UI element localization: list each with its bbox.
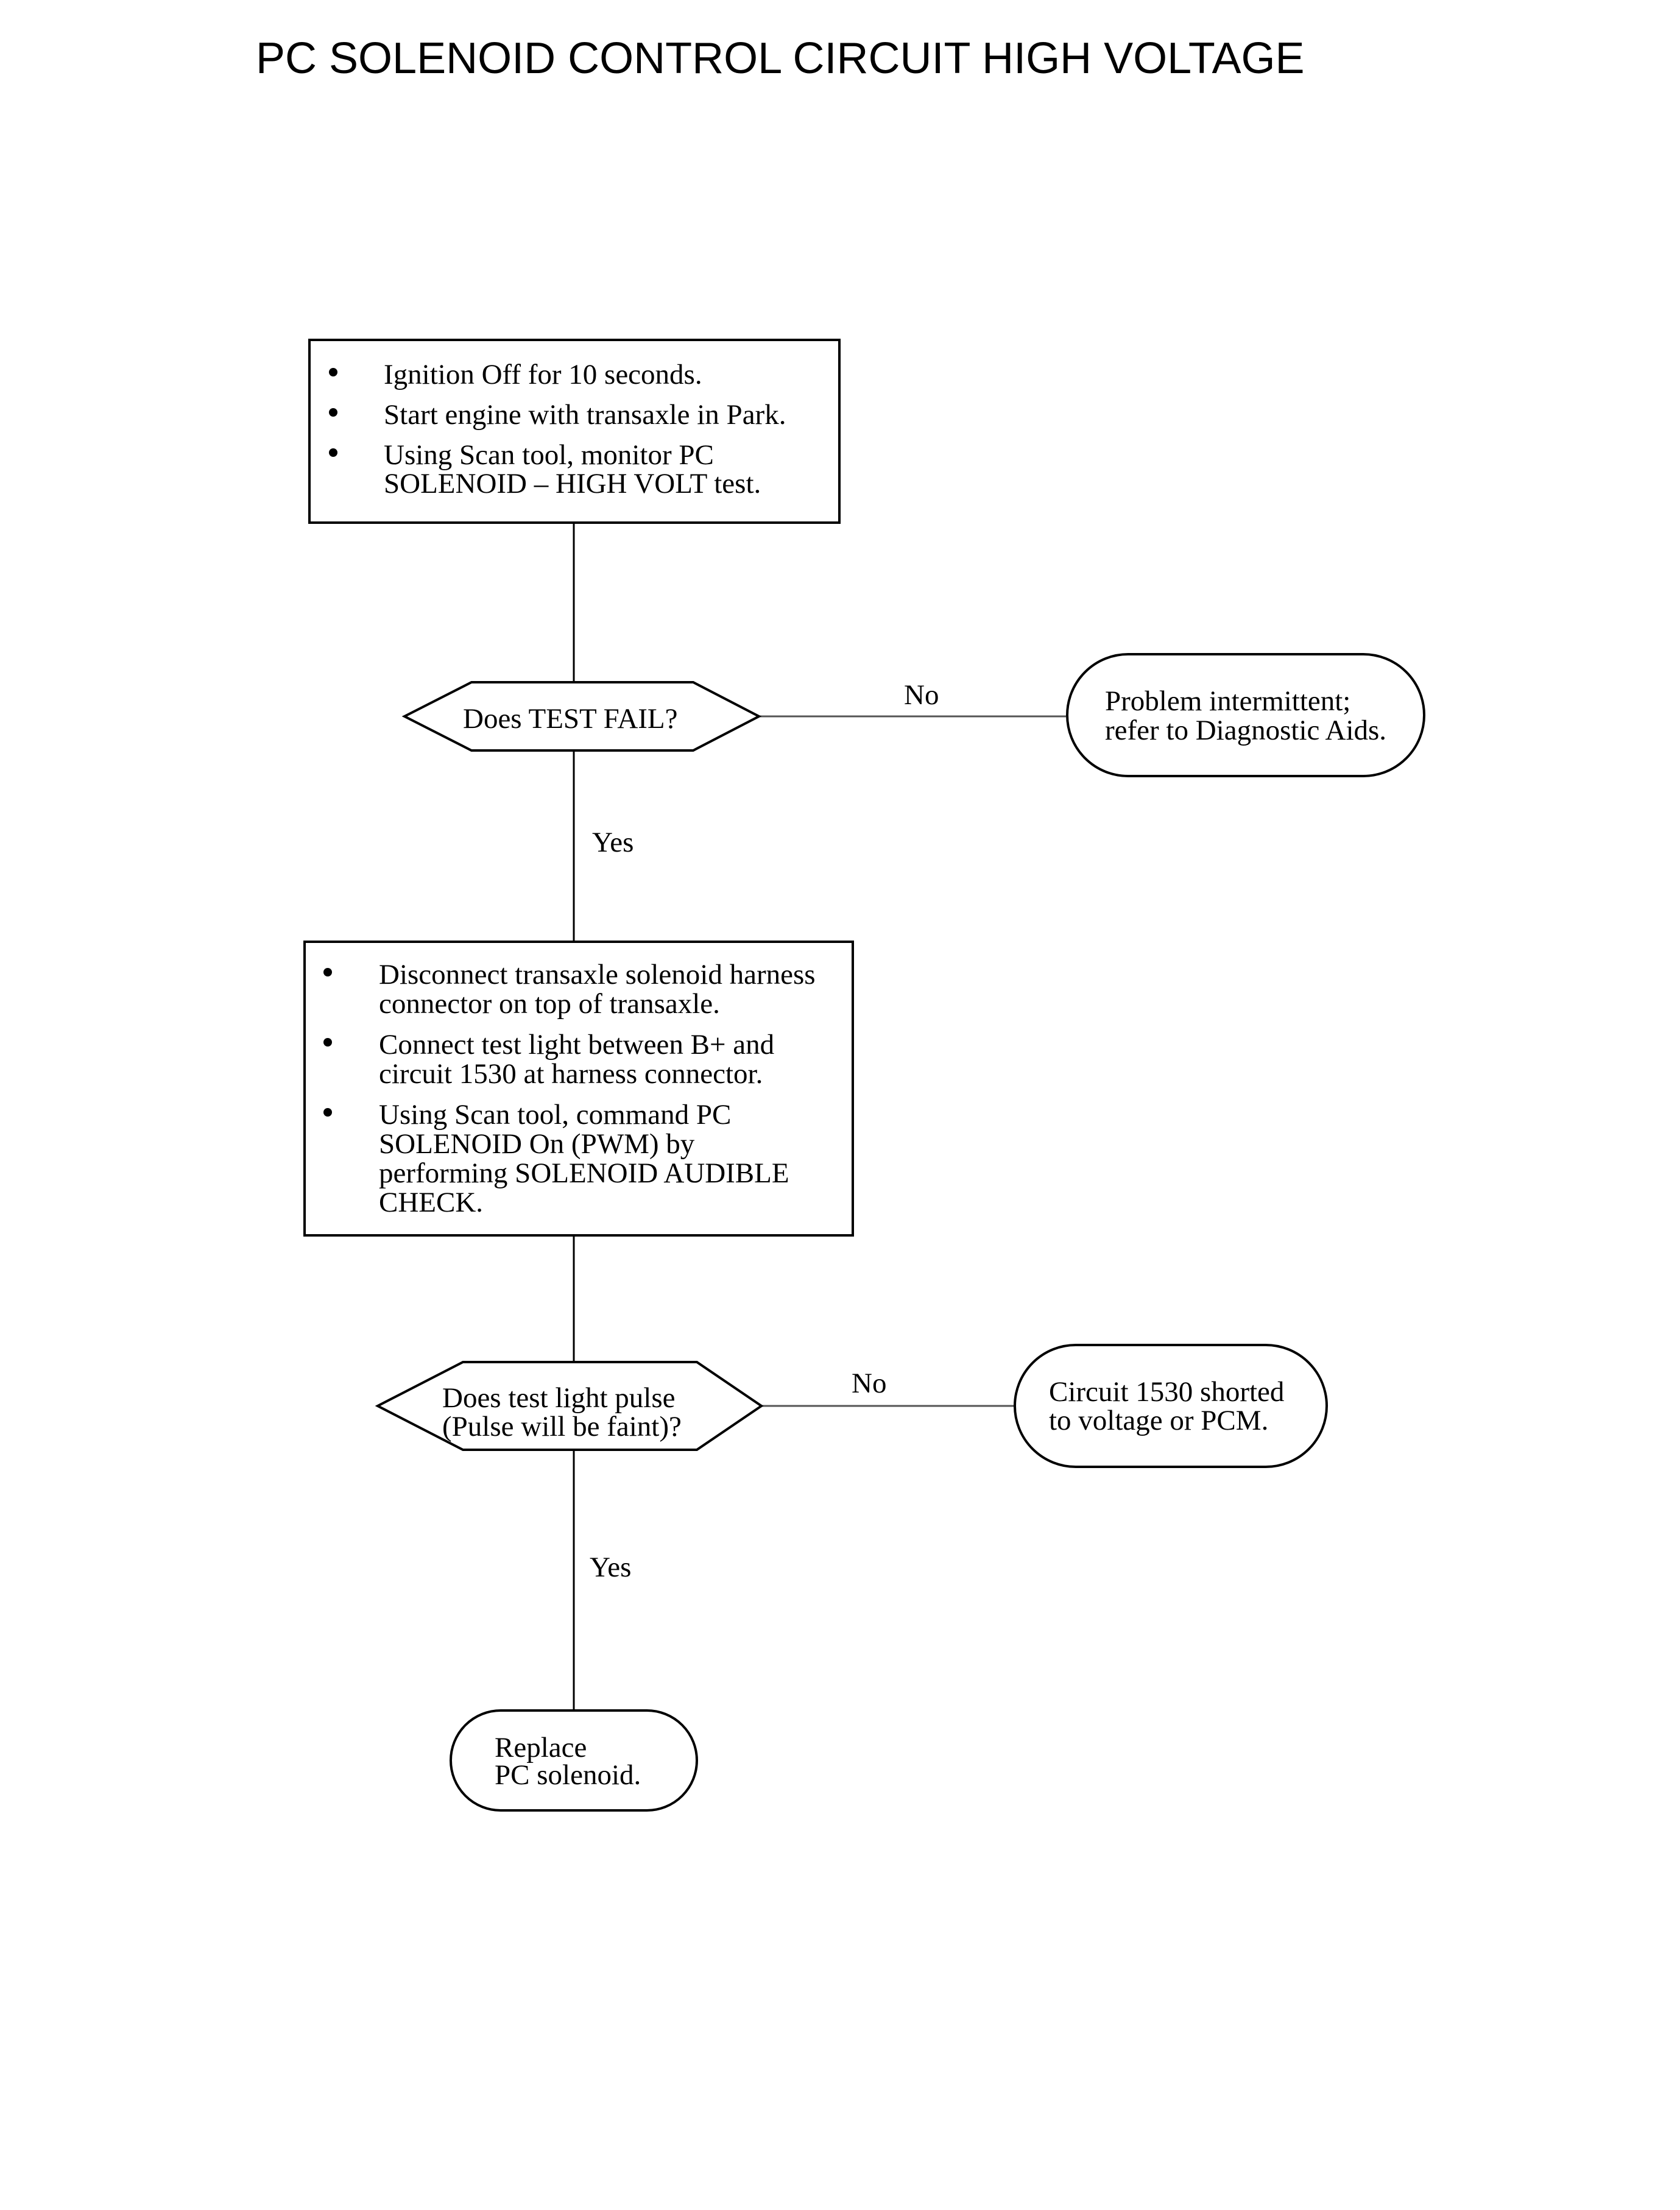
step2-item-3-line-2: SOLENOID On (PWM) by bbox=[379, 1128, 695, 1160]
bullet-icon bbox=[329, 448, 337, 457]
result-circuit-shorted: Circuit 1530 shorted to voltage or PCM. bbox=[1014, 1344, 1328, 1468]
result-replace-solenoid: Replace PC solenoid. bbox=[450, 1709, 698, 1812]
result-replace-solenoid-line-1: Replace bbox=[495, 1732, 587, 1763]
result-intermittent-line-1: Problem intermittent; bbox=[1105, 685, 1350, 717]
bullet-icon bbox=[323, 1108, 332, 1117]
result-replace-solenoid-line-2: PC solenoid. bbox=[495, 1759, 641, 1791]
bullet-icon bbox=[323, 1038, 332, 1047]
step2-box: Disconnect transaxle solenoid harness co… bbox=[303, 941, 854, 1237]
result-circuit-shorted-line-2: to voltage or PCM. bbox=[1049, 1405, 1268, 1436]
decision2-yes-label: Yes bbox=[590, 1552, 631, 1583]
step2-item-2-line-2: circuit 1530 at harness connector. bbox=[379, 1058, 763, 1090]
decision2-diamond: Does test light pulse (Pulse will be fai… bbox=[375, 1361, 764, 1451]
step1-item-2-line-1: Start engine with transaxle in Park. bbox=[384, 399, 786, 431]
step2-item-2-line-1: Connect test light between B+ and bbox=[379, 1029, 774, 1061]
bullet-icon bbox=[329, 408, 337, 417]
step1-item-3-line-2: SOLENOID – HIGH VOLT test. bbox=[384, 468, 761, 500]
result-intermittent: Problem intermittent; refer to Diagnosti… bbox=[1066, 653, 1425, 777]
result-intermittent-line-2: refer to Diagnostic Aids. bbox=[1105, 715, 1386, 746]
step1-item-1-line-1: Ignition Off for 10 seconds. bbox=[384, 359, 702, 390]
decision1-yes-label: Yes bbox=[592, 827, 634, 858]
decision2-question-line-2: (Pulse will be faint)? bbox=[442, 1411, 682, 1442]
bullet-icon bbox=[323, 968, 332, 976]
decision1-question: Does TEST FAIL? bbox=[463, 703, 677, 735]
step2-item-3-line-1: Using Scan tool, command PC bbox=[379, 1099, 731, 1131]
step2-item-3-line-3: performing SOLENOID AUDIBLE bbox=[379, 1157, 789, 1189]
decision2-no-label: No bbox=[852, 1368, 886, 1399]
bullet-icon bbox=[329, 368, 337, 376]
result-circuit-shorted-line-1: Circuit 1530 shorted bbox=[1049, 1376, 1284, 1408]
decision1-diamond: Does TEST FAIL? bbox=[401, 681, 762, 752]
step1-box: Ignition Off for 10 seconds. Start engin… bbox=[308, 339, 841, 524]
step2-item-3-line-4: CHECK. bbox=[379, 1187, 483, 1218]
step2-item-1-line-2: connector on top of transaxle. bbox=[379, 988, 720, 1020]
page-title: PC SOLENOID CONTROL CIRCUIT HIGH VOLTAGE bbox=[256, 34, 1305, 83]
decision1-no-label: No bbox=[904, 679, 939, 711]
step2-item-1-line-1: Disconnect transaxle solenoid harness bbox=[379, 959, 816, 990]
decision2-question-line-1: Does test light pulse bbox=[442, 1382, 676, 1414]
step1-item-3-line-1: Using Scan tool, monitor PC bbox=[384, 439, 714, 471]
